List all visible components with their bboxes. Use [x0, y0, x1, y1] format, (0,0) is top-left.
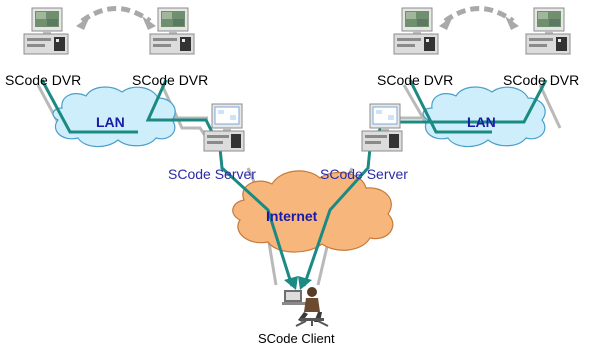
server-label-right: SCode Server [320, 166, 408, 182]
server-label-left: SCode Server [168, 166, 256, 182]
arrowhead-left [284, 276, 298, 290]
dvr-computer-icon [23, 7, 69, 55]
sync-arrow-right [439, 6, 519, 30]
internet-label: Internet [266, 208, 318, 224]
internet-cloud [232, 170, 394, 253]
lan-label-left: LAN [96, 114, 125, 130]
dvr-label-4: SCode DVR [503, 72, 580, 88]
client-person-icon [282, 287, 329, 327]
sync-arrow-left [76, 6, 156, 30]
dvr-computer-icon [525, 7, 571, 55]
client-label: SCode Client [258, 331, 335, 346]
dvr-label-3: SCode DVR [377, 72, 454, 88]
arrowhead-right [298, 276, 312, 290]
dvr-label-2: SCode DVR [132, 72, 209, 88]
server-computer-icon [361, 103, 403, 152]
dvr-label-1: SCode DVR [5, 72, 82, 88]
dvr-computer-icon [149, 7, 195, 55]
lan-label-right: LAN [467, 114, 496, 130]
dvr-computer-icon [393, 7, 439, 55]
